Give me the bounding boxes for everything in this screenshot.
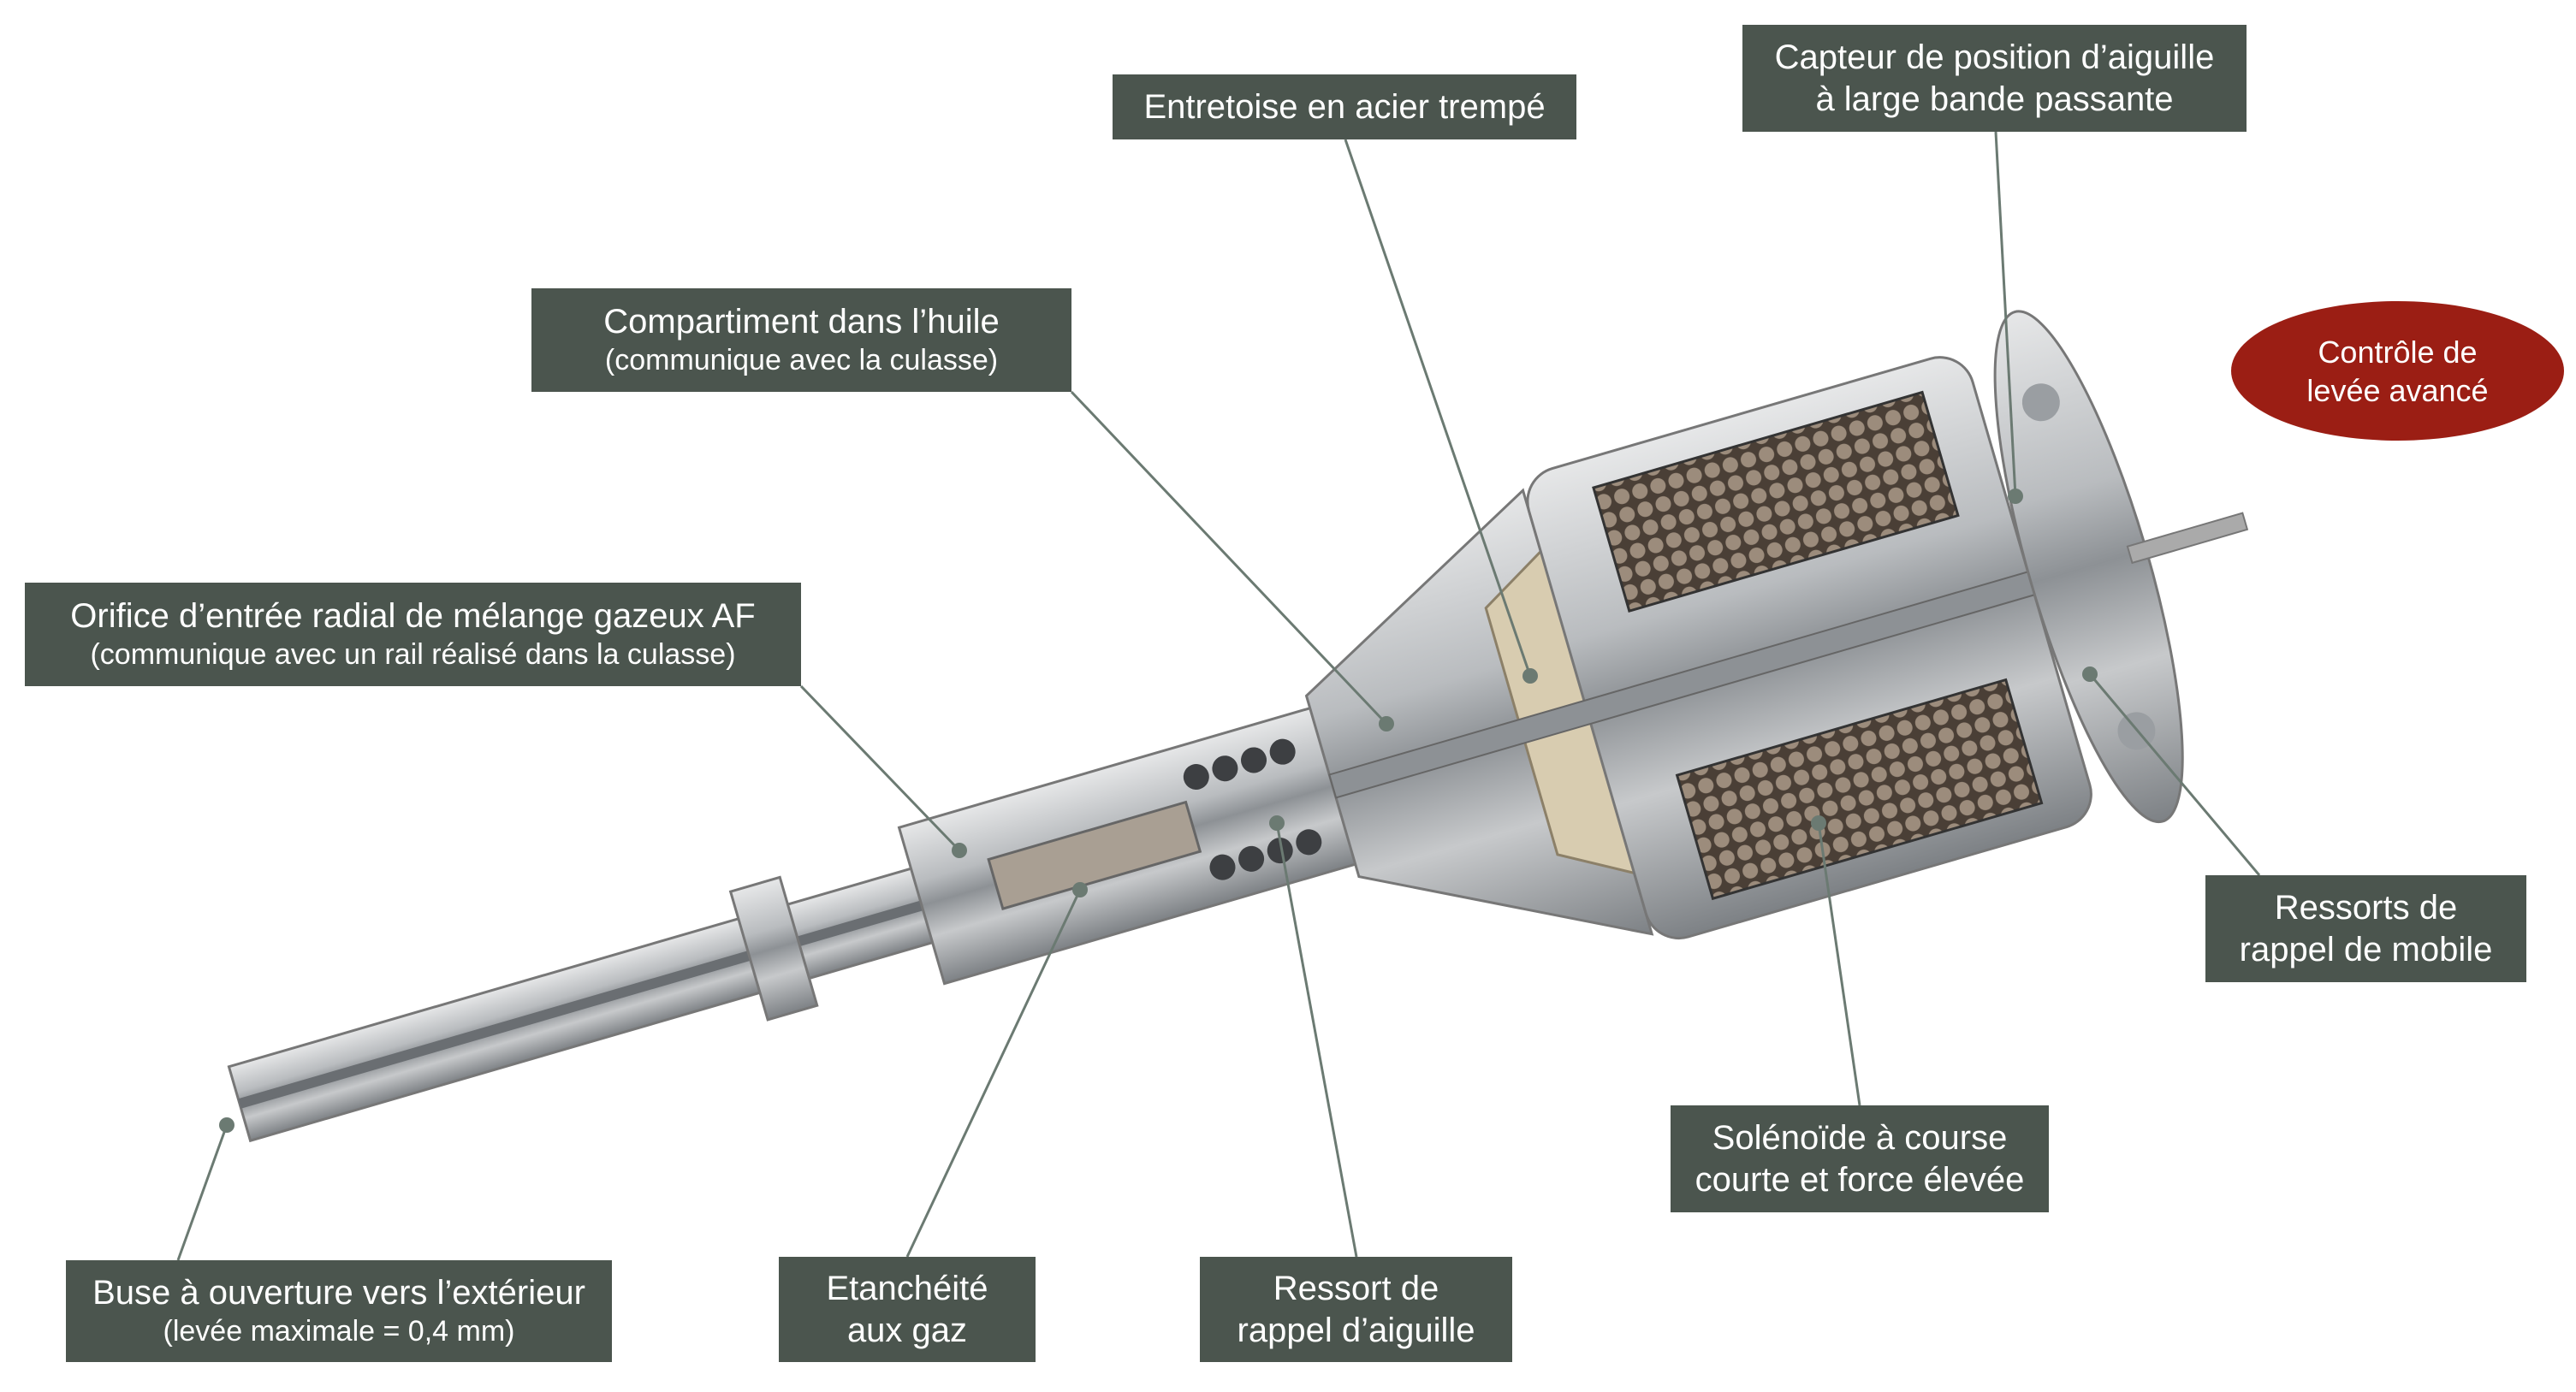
label-compartiment-line1: Compartiment dans l’huile — [603, 303, 1000, 341]
label-buse-line1: Buse à ouverture vers l’extérieur — [92, 1274, 585, 1312]
label-ressorts-mobile-line1: Ressorts de — [2274, 888, 2458, 927]
injector-body — [227, 310, 2249, 1143]
highlight-line2: levée avancé — [2306, 372, 2489, 408]
label-buse: Buse à ouverture vers l’extérieur (levée… — [66, 1260, 612, 1362]
label-solenoide-line2: courte et force élevée — [1695, 1160, 2025, 1199]
label-entretoise-text: Entretoise en acier trempé — [1143, 87, 1546, 126]
leader-capteur — [1994, 131, 2017, 497]
label-entretoise: Entretoise en acier trempé — [1113, 74, 1576, 139]
label-ressorts-mobile-line2: rappel de mobile — [2239, 930, 2493, 968]
label-capteur: Capteur de position d’aiguille à large b… — [1742, 25, 2247, 132]
label-orifice-line2: (communique avec un rail réalisé dans la… — [90, 638, 736, 672]
leader-etancheite — [905, 889, 1082, 1258]
label-ressort-aiguille: Ressort de rappel d’aiguille — [1200, 1257, 1512, 1362]
leader-lines — [176, 131, 2261, 1261]
label-orifice-line1: Orifice d’entrée radial de mélange gazeu… — [70, 597, 756, 636]
highlight-controle-levee: Contrôle de levée avancé — [2231, 301, 2564, 441]
label-capteur-line2: à large bande passante — [1815, 80, 2174, 118]
label-ressort-aiguille-line1: Ressort de — [1273, 1269, 1439, 1307]
label-orifice: Orifice d’entrée radial de mélange gazeu… — [25, 583, 801, 686]
leader-ressort-aiguille — [1275, 822, 1358, 1258]
leader-solenoide — [1817, 822, 1861, 1106]
label-ressort-aiguille-line2: rappel d’aiguille — [1237, 1311, 1475, 1349]
leader-orifice — [799, 684, 961, 852]
label-ressorts-mobile: Ressorts de rappel de mobile — [2205, 875, 2526, 982]
leader-dots — [219, 489, 2098, 1133]
label-compartiment: Compartiment dans l’huile (communique av… — [531, 288, 1071, 392]
label-etancheite: Etanchéité aux gaz — [779, 1257, 1036, 1362]
label-etancheite-line1: Etanchéité — [826, 1269, 988, 1307]
leader-ressorts-mobile — [2088, 673, 2261, 876]
leader-buse — [176, 1124, 229, 1261]
label-compartiment-line2: (communique avec la culasse) — [604, 344, 999, 377]
label-buse-line2: (levée maximale = 0,4 mm) — [163, 1315, 515, 1348]
label-etancheite-line2: aux gaz — [846, 1311, 968, 1349]
leader-entretoise — [1344, 139, 1532, 677]
label-capteur-line1: Capteur de position d’aiguille — [1774, 38, 2215, 76]
label-solenoide-line1: Solénoïde à course — [1712, 1118, 2008, 1157]
highlight-line1: Contrôle de — [2318, 334, 2478, 370]
leader-compartiment — [1070, 390, 1388, 726]
label-solenoide: Solénoïde à course courte et force élevé… — [1671, 1105, 2049, 1212]
